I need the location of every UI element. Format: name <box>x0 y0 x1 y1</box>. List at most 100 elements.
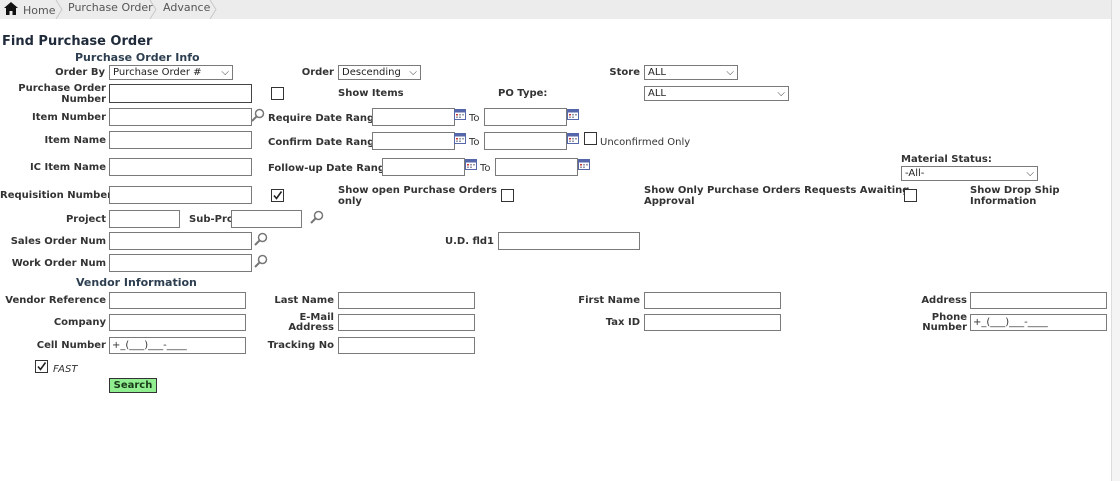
chevron-down-icon: ⌵ <box>409 67 417 78</box>
calendar-icon[interactable] <box>578 159 590 170</box>
calendar-icon[interactable] <box>454 133 466 144</box>
tracking-no-label: Tracking No <box>267 340 334 351</box>
vendor-info-heading: Vendor Information <box>76 276 197 289</box>
subpro-label: Sub-Pro <box>189 214 234 225</box>
project-input[interactable] <box>109 210 180 228</box>
unconfirmed-only-checkbox[interactable] <box>584 132 597 145</box>
order-by-select[interactable]: Purchase Order # ⌵ <box>109 65 233 80</box>
work-order-input[interactable] <box>109 254 252 272</box>
show-open-po-label-line1: Show open Purchase Orders <box>338 185 497 196</box>
vendor-reference-input[interactable] <box>109 292 246 309</box>
fast-label: FAST <box>53 364 78 375</box>
search-icon[interactable] <box>254 232 268 246</box>
cell-number-label: Cell Number <box>36 340 106 351</box>
order-by-value: Purchase Order # <box>113 67 202 78</box>
search-icon[interactable] <box>310 210 324 224</box>
chevron-down-icon: ⌵ <box>726 67 734 78</box>
requisition-number-label: Requisition Number <box>0 190 113 201</box>
home-icon[interactable] <box>4 2 18 15</box>
show-open-po-checkbox[interactable] <box>271 189 284 202</box>
email-label-line1: E-Mail <box>299 312 334 323</box>
po-type-value: ALL <box>648 88 666 99</box>
order-select[interactable]: Descending ⌵ <box>338 65 421 80</box>
breadcrumb-separator-icon <box>55 0 63 19</box>
drop-ship-label-line1: Show Drop Ship <box>970 185 1060 196</box>
email-label-line2: Address <box>288 322 334 333</box>
show-open-po-label-line2: only <box>338 196 362 207</box>
address-input[interactable] <box>970 292 1107 309</box>
last-name-input[interactable] <box>338 292 475 309</box>
require-date-to-input[interactable] <box>484 108 567 126</box>
store-select[interactable]: ALL⌵ <box>644 65 738 80</box>
email-input[interactable] <box>338 314 475 331</box>
ic-item-name-input[interactable] <box>109 158 252 176</box>
confirm-date-to-label: To <box>469 137 480 148</box>
phone-input[interactable] <box>970 314 1107 331</box>
company-input[interactable] <box>109 314 246 331</box>
require-date-from-input[interactable] <box>372 108 455 126</box>
cell-number-input[interactable] <box>109 337 246 354</box>
order-value: Descending <box>342 67 401 78</box>
chevron-down-icon: ⌵ <box>1026 168 1034 179</box>
item-name-input[interactable] <box>109 131 252 149</box>
checkmark-icon <box>37 362 47 371</box>
calendar-icon[interactable] <box>567 109 579 120</box>
ud-fld1-label: U.D. fld1 <box>444 236 494 247</box>
item-number-label: Item Number <box>32 112 106 123</box>
drop-ship-label-line2: Information <box>970 196 1037 207</box>
company-label: Company <box>53 317 106 328</box>
chevron-down-icon: ⌵ <box>777 88 785 99</box>
material-status-select[interactable]: -All- ⌵ <box>901 166 1038 181</box>
calendar-icon[interactable] <box>454 109 466 120</box>
first-name-label: First Name <box>578 295 640 306</box>
sales-order-input[interactable] <box>109 232 252 250</box>
confirm-date-to-input[interactable] <box>484 132 567 150</box>
sales-order-label: Sales Order Num <box>10 236 106 247</box>
breadcrumb-purchase-order-link[interactable]: Purchase Order <box>68 1 153 14</box>
followup-date-from-input[interactable] <box>382 158 465 176</box>
chevron-down-icon: ⌵ <box>221 67 229 78</box>
breadcrumb-separator-icon <box>149 0 157 19</box>
followup-date-label: Follow-up Date Range: <box>268 163 396 174</box>
calendar-icon[interactable] <box>465 159 477 170</box>
require-date-to-label: To <box>469 113 480 124</box>
show-items-checkbox[interactable] <box>271 87 284 100</box>
first-name-input[interactable] <box>644 292 781 309</box>
ud-fld1-input[interactable] <box>498 232 640 250</box>
confirm-date-from-input[interactable] <box>372 132 455 150</box>
breadcrumb-advance-link[interactable]: Advance <box>163 1 211 14</box>
vertical-scrollbar[interactable] <box>1111 0 1120 481</box>
po-number-input[interactable] <box>109 84 252 103</box>
requisition-number-input[interactable] <box>109 186 252 204</box>
awaiting-approval-label-line1: Show Only Purchase Orders Requests Await… <box>644 185 910 196</box>
search-icon[interactable] <box>251 108 265 122</box>
ic-item-name-label: IC Item Name <box>29 162 106 173</box>
breadcrumb: Home Purchase Order Advance <box>0 0 1111 19</box>
search-button[interactable]: Search <box>109 378 157 393</box>
awaiting-approval-label-line2: Approval <box>644 196 695 207</box>
project-label: Project <box>65 214 106 225</box>
po-number-label-line1: Purchase Order <box>18 83 106 94</box>
tracking-no-input[interactable] <box>338 337 475 354</box>
require-date-label: Require Date Range: <box>268 113 385 124</box>
po-type-select[interactable]: ALL ⌵ <box>644 86 789 101</box>
unconfirmed-only-label: Unconfirmed Only <box>600 137 691 148</box>
awaiting-approval-checkbox[interactable] <box>501 189 514 202</box>
calendar-icon[interactable] <box>567 133 579 144</box>
tax-id-input[interactable] <box>644 314 781 331</box>
phone-label-line2: Number <box>922 322 967 333</box>
item-number-input[interactable] <box>109 108 252 126</box>
work-order-label: Work Order Num <box>11 258 106 269</box>
last-name-label: Last Name <box>274 295 334 306</box>
fast-checkbox[interactable] <box>35 360 48 373</box>
drop-ship-checkbox[interactable] <box>904 189 917 202</box>
subpro-input[interactable] <box>231 210 302 228</box>
checkmark-icon <box>273 191 283 200</box>
search-icon[interactable] <box>254 254 268 268</box>
followup-date-to-input[interactable] <box>495 158 578 176</box>
confirm-date-label: Confirm Date Range: <box>268 137 386 148</box>
order-label: Order <box>301 67 334 78</box>
material-status-value: -All- <box>905 168 925 179</box>
tax-id-label: Tax ID <box>605 317 640 328</box>
breadcrumb-home-link[interactable]: Home <box>23 4 56 17</box>
